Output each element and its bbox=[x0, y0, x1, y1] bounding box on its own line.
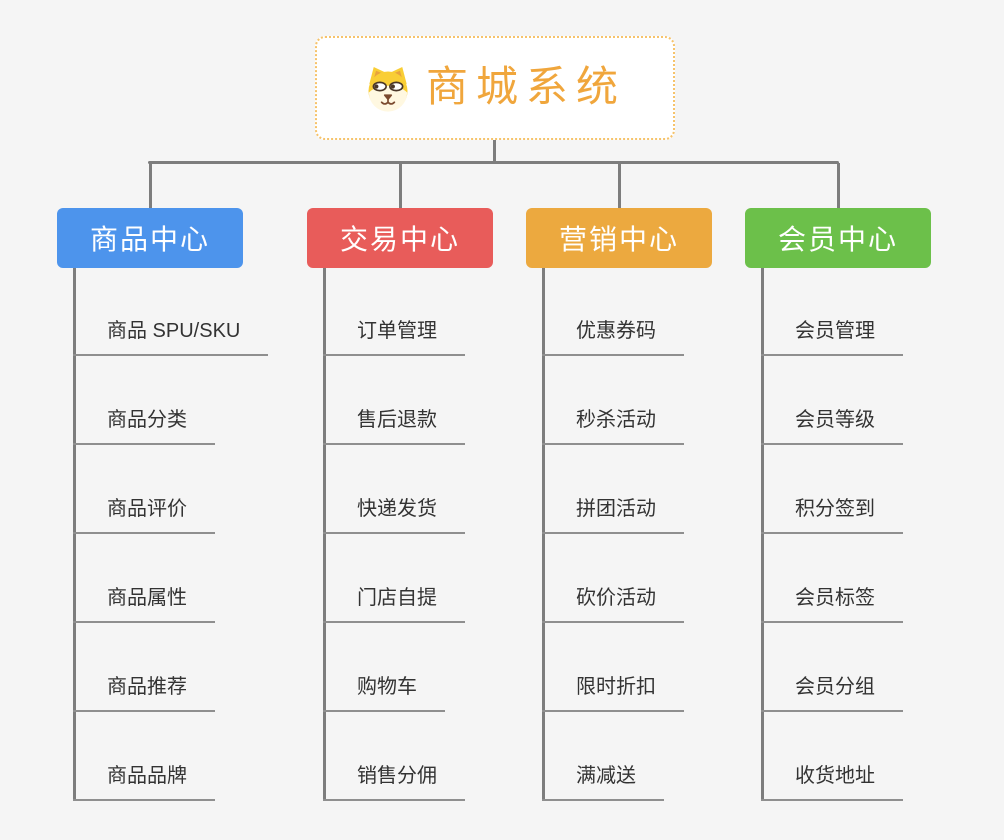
connector-drop bbox=[148, 163, 152, 208]
branch-marketing-center: 营销中心 优惠券码 秒杀活动 拼团活动 砍价活动 限时折扣 满减送 bbox=[526, 208, 712, 801]
leaf-node[interactable]: 商品评价 bbox=[73, 495, 215, 534]
leaf-node[interactable]: 商品 SPU/SKU bbox=[73, 317, 269, 356]
root-title: 商城系统 bbox=[425, 63, 626, 110]
connector-trunk bbox=[761, 268, 764, 801]
leaf-node[interactable]: 限时折扣 bbox=[542, 673, 684, 712]
leaf-node[interactable]: 秒杀活动 bbox=[542, 406, 684, 445]
branch-node[interactable]: 营销中心 bbox=[526, 208, 712, 268]
leaf-node[interactable]: 商品推荐 bbox=[73, 673, 215, 712]
leaf-node[interactable]: 购物车 bbox=[323, 673, 445, 712]
leaf-node[interactable]: 会员分组 bbox=[761, 673, 903, 712]
branch-trade-center: 交易中心 订单管理 售后退款 快递发货 门店自提 购物车 销售分佣 bbox=[307, 208, 493, 801]
connector-drop bbox=[398, 163, 402, 208]
branch-node[interactable]: 交易中心 bbox=[307, 208, 493, 268]
leaf-node[interactable]: 满减送 bbox=[542, 762, 664, 801]
leaf-node[interactable]: 快递发货 bbox=[323, 495, 465, 534]
connector-drop bbox=[836, 163, 840, 208]
root-node[interactable]: 商城系统 bbox=[315, 36, 675, 140]
leaf-node[interactable]: 收货地址 bbox=[761, 762, 903, 801]
leaf-node[interactable]: 优惠券码 bbox=[542, 317, 684, 356]
connector-trunk bbox=[73, 268, 76, 801]
leaf-node[interactable]: 商品分类 bbox=[73, 406, 215, 445]
branch-node[interactable]: 会员中心 bbox=[745, 208, 931, 268]
connector-horizontal-bar bbox=[148, 161, 839, 164]
leaf-node[interactable]: 订单管理 bbox=[323, 317, 465, 356]
leaf-node[interactable]: 拼团活动 bbox=[542, 495, 684, 534]
leaf-node[interactable]: 会员管理 bbox=[761, 317, 903, 356]
leaf-node[interactable]: 售后退款 bbox=[323, 406, 465, 445]
leaf-node[interactable]: 商品属性 bbox=[73, 584, 215, 623]
leaf-node[interactable]: 商品品牌 bbox=[73, 762, 215, 801]
connector-drop bbox=[617, 163, 621, 208]
connector-trunk bbox=[542, 268, 545, 801]
dog-face-icon bbox=[364, 64, 412, 112]
leaf-node[interactable]: 会员标签 bbox=[761, 584, 903, 623]
branch-member-center: 会员中心 会员管理 会员等级 积分签到 会员标签 会员分组 收货地址 bbox=[745, 208, 931, 801]
leaf-node[interactable]: 积分签到 bbox=[761, 495, 903, 534]
leaf-node[interactable]: 砍价活动 bbox=[542, 584, 684, 623]
leaf-node[interactable]: 门店自提 bbox=[323, 584, 465, 623]
branch-product-center: 商品中心 商品 SPU/SKU 商品分类 商品评价 商品属性 商品推荐 商品品牌 bbox=[57, 208, 269, 801]
branch-node[interactable]: 商品中心 bbox=[57, 208, 243, 268]
leaf-node[interactable]: 销售分佣 bbox=[323, 762, 465, 801]
connector-trunk bbox=[323, 268, 326, 801]
leaf-node[interactable]: 会员等级 bbox=[761, 406, 903, 445]
connector-root-stem bbox=[493, 140, 496, 163]
